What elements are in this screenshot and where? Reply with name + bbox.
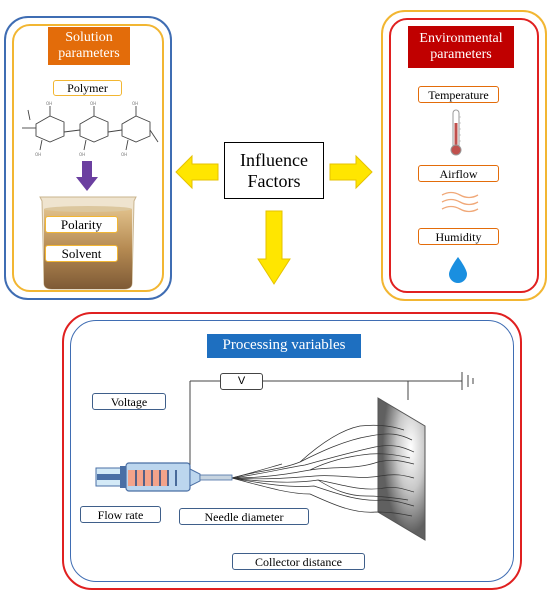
needle-diameter-text: Needle diameter [204, 509, 284, 524]
voltmeter: V [220, 373, 263, 390]
processing-title-text: Processing variables [222, 337, 346, 354]
influence-text: Influence [240, 149, 308, 170]
environmental-title: Environmental parameters [408, 26, 514, 68]
flow-rate-text: Flow rate [97, 507, 144, 522]
syringe-icon [95, 462, 233, 492]
environmental-title-line1: Environmental [419, 30, 503, 46]
temperature-label: Temperature [418, 86, 499, 103]
left-arrow-icon [175, 154, 219, 190]
environmental-inner-frame [389, 18, 539, 293]
influence-factors-box: Influence Factors [224, 142, 324, 199]
solvent-text: Solvent [61, 246, 102, 261]
environmental-outer-frame [381, 10, 547, 301]
processing-outer-frame [62, 312, 522, 590]
solution-title: Solution parameters [48, 27, 130, 65]
water-drop-icon [449, 257, 467, 283]
voltmeter-text: V [237, 375, 246, 387]
polymer-structure-icon: OH OH OH OH OH OH [22, 101, 159, 157]
needle-diameter-label: Needle diameter [179, 508, 309, 525]
svg-text:OH: OH [90, 101, 96, 106]
solution-title-line2: parameters [58, 46, 120, 61]
solvent-label: Solvent [45, 245, 118, 262]
solution-outer-frame [4, 16, 172, 300]
polarity-text: Polarity [60, 217, 103, 232]
humidity-label: Humidity [418, 228, 499, 245]
wind-icon [441, 191, 479, 213]
solution-title-line1: Solution [65, 29, 113, 45]
processing-inner-frame [70, 320, 514, 582]
airflow-label: Airflow [418, 165, 499, 182]
purple-down-arrow-icon [76, 161, 98, 191]
humidity-text: Humidity [435, 229, 482, 244]
temperature-text: Temperature [428, 87, 489, 102]
collector-distance-text: Collector distance [255, 554, 342, 569]
solution-inner-frame [12, 24, 164, 292]
voltage-label: Voltage [92, 393, 166, 410]
polymer-text: Polymer [67, 81, 108, 95]
voltage-text: Voltage [110, 394, 148, 409]
svg-text:OH: OH [46, 101, 52, 106]
svg-text:OH: OH [35, 152, 41, 157]
thermometer-icon [450, 109, 462, 156]
processing-title: Processing variables [207, 334, 361, 358]
flow-rate-label: Flow rate [80, 506, 161, 523]
svg-text:OH: OH [121, 152, 127, 157]
polarity-label: Polarity [45, 216, 118, 233]
down-arrow-icon [257, 210, 291, 285]
right-arrow-icon [329, 154, 373, 190]
factors-text: Factors [247, 170, 301, 191]
svg-text:OH: OH [79, 152, 85, 157]
environmental-title-line2: parameters [430, 47, 492, 62]
polymer-label: Polymer [53, 80, 122, 96]
svg-text:OH: OH [132, 101, 138, 106]
collector-plate [377, 397, 426, 541]
collector-distance-label: Collector distance [232, 553, 365, 570]
airflow-text: Airflow [439, 166, 478, 181]
